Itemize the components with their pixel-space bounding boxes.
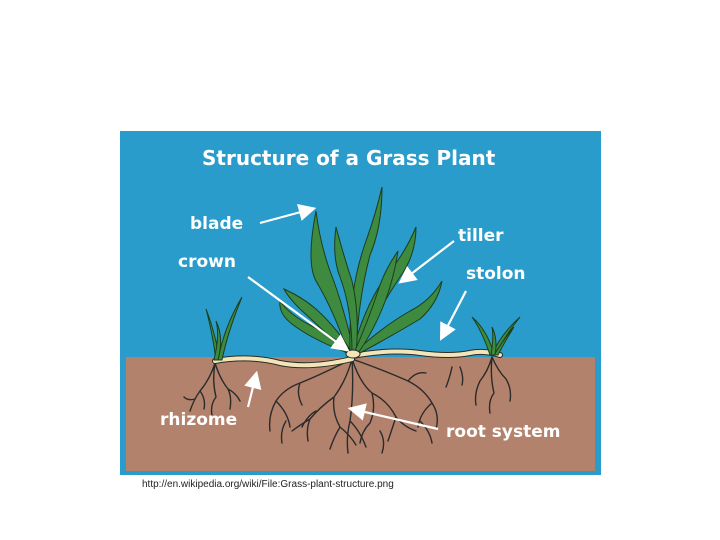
blade-arrow [259,203,317,225]
stolon-arrow [439,290,467,341]
runners [212,348,503,369]
crown-node [345,349,361,359]
label-arrows [244,203,467,431]
diagram-canvas: Structure of a Grass Plant [120,131,601,475]
label-blade: blade [190,214,243,234]
label-root-system: root system [446,422,560,442]
source-caption: http://en.wikipedia.org/wiki/File:Grass-… [142,479,394,490]
right-shoot [471,316,521,356]
diagram-title: Structure of a Grass Plant [202,146,496,170]
label-crown: crown [178,252,236,272]
label-tiller: tiller [458,226,504,246]
grass-plant-diagram: Structure of a Grass Plant [120,131,601,475]
tiller-arrow [398,240,455,284]
crown-arrow [247,276,350,352]
label-rhizome: rhizome [160,410,237,430]
root-system-arrow [347,403,439,431]
label-stolon: stolon [466,264,526,284]
left-shoot [205,296,243,361]
sky-background [120,131,601,357]
central-plant [279,186,443,359]
rhizome-arrow [244,370,262,408]
